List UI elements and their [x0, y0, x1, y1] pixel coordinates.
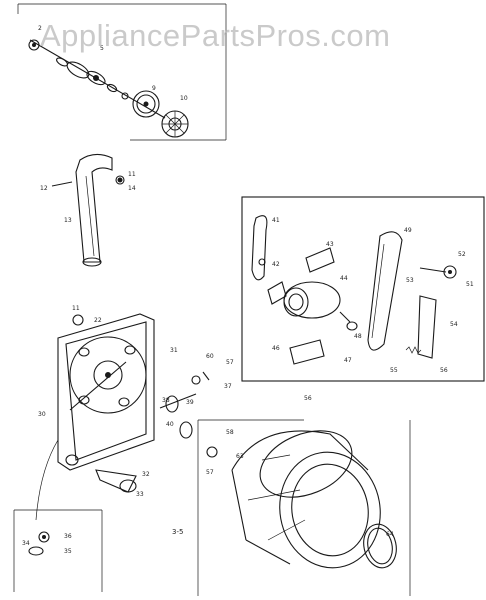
label-57b: 57 [206, 469, 214, 476]
label-42: 42 [272, 261, 280, 268]
label-56b: 56 [304, 395, 312, 402]
bearing-housing-icon [66, 61, 90, 79]
label-38: 38 [162, 397, 170, 404]
label-14: 14 [128, 185, 136, 192]
label-32: 32 [142, 471, 150, 478]
blower-wheel-icon [161, 110, 189, 138]
label-39: 39 [186, 399, 194, 406]
label-12: 12 [40, 185, 48, 192]
label-57: 57 [226, 359, 234, 366]
label-13: 13 [64, 217, 72, 224]
label-37: 37 [224, 383, 232, 390]
label-53: 53 [406, 277, 414, 284]
pulley-icon [132, 90, 160, 118]
label-54: 54 [450, 321, 458, 328]
label-43: 43 [326, 241, 334, 248]
label-47: 47 [344, 357, 352, 364]
label-11: 11 [128, 171, 136, 178]
label-2: 2 [38, 25, 42, 32]
rear-bulkhead [35, 313, 155, 521]
label-22: 22 [94, 317, 102, 324]
label-9: 9 [152, 85, 156, 92]
label-30: 30 [38, 411, 46, 418]
label-63: 63 [236, 453, 244, 460]
label-56: 56 [440, 367, 448, 374]
label-55: 55 [390, 367, 398, 374]
label-60: 60 [206, 353, 214, 360]
label-49: 49 [404, 227, 412, 234]
label-58: 58 [226, 429, 234, 436]
label-48: 48 [354, 333, 362, 340]
label-44: 44 [340, 275, 348, 282]
callout-labels: 2 5 9 10 12 13 11 14 41 42 43 44 46 47 4… [22, 25, 474, 555]
motor-icon [283, 281, 358, 331]
washer-icon [28, 39, 40, 51]
label-41: 41 [272, 217, 280, 224]
hardware-inset [13, 509, 103, 592]
label-34: 34 [22, 540, 30, 547]
label-33: 33 [136, 491, 144, 498]
label-11b: 11 [72, 305, 80, 312]
label-35: 35 [64, 548, 72, 555]
label-40: 40 [166, 421, 174, 428]
label-36: 36 [64, 533, 72, 540]
dryer-drum [197, 419, 411, 596]
top-parts-group [17, 3, 227, 141]
label-46: 46 [272, 345, 280, 352]
exhaust-duct [51, 153, 125, 267]
label-5: 5 [100, 45, 104, 52]
label-64: 64 [386, 531, 394, 538]
label-10: 10 [180, 95, 188, 102]
roller-assembly [159, 371, 210, 439]
label-52: 52 [458, 251, 466, 258]
label-31: 31 [170, 347, 178, 354]
label-51: 51 [466, 281, 474, 288]
motor-inset [241, 196, 485, 382]
figure-id: 3-5 [172, 528, 183, 536]
